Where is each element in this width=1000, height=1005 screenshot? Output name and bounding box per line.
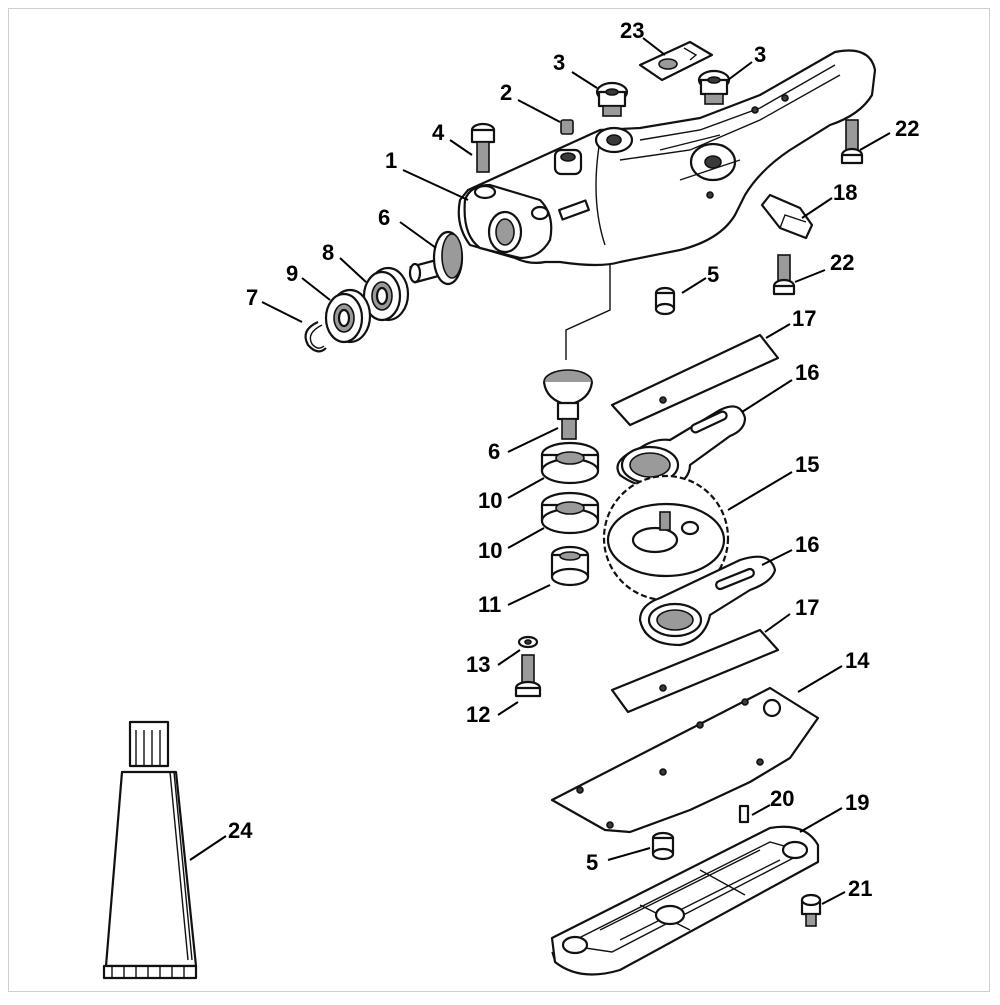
grease-tube <box>102 720 198 980</box>
bevel-gear-lower <box>542 369 594 440</box>
gasket-lower <box>610 628 780 714</box>
screw-21 <box>800 893 822 927</box>
label-10-upper: 10 <box>478 488 502 513</box>
label-18: 18 <box>833 180 857 205</box>
screw-12 <box>514 654 542 698</box>
label-10-lower: 10 <box>478 538 502 563</box>
label-16-upper: 16 <box>795 360 819 385</box>
label-17-lower: 17 <box>795 595 819 620</box>
label-20: 20 <box>770 786 794 811</box>
gasket-upper <box>610 333 780 427</box>
label-14: 14 <box>845 648 870 673</box>
circlip <box>304 320 327 353</box>
needle-cage <box>550 545 590 587</box>
ball-bearing-8 <box>362 266 410 322</box>
washer <box>517 635 539 649</box>
label-7: 7 <box>246 285 258 310</box>
ball-bearing-9 <box>324 288 372 344</box>
cover-plate <box>550 686 820 834</box>
label-19: 19 <box>845 790 869 815</box>
label-21: 21 <box>848 876 872 901</box>
spur-gear <box>602 474 730 602</box>
label-24: 24 <box>228 818 253 843</box>
label-22-upper: 22 <box>895 116 919 141</box>
bevel-pinion-upper <box>408 230 464 286</box>
label-6-lower: 6 <box>488 439 500 464</box>
sleeve-upper <box>654 286 676 316</box>
connecting-rod-upper <box>616 405 747 490</box>
diagram-frame <box>8 8 990 992</box>
ball-bearing-10-lower <box>540 491 600 535</box>
label-22-lower: 22 <box>830 250 854 275</box>
label-23: 23 <box>620 18 644 43</box>
sleeve-lower <box>651 831 675 861</box>
label-13: 13 <box>466 652 490 677</box>
label-3-left: 3 <box>553 50 565 75</box>
label-plate <box>638 40 714 82</box>
dowel-pin <box>738 804 750 824</box>
label-2: 2 <box>500 80 512 105</box>
label-3-right: 3 <box>754 42 766 67</box>
label-1: 1 <box>385 148 397 173</box>
label-4: 4 <box>432 120 445 145</box>
gear-housing <box>457 49 877 267</box>
label-15: 15 <box>795 452 819 477</box>
label-9: 9 <box>286 261 298 286</box>
part-labels: 23 3 3 2 4 1 6 8 9 7 22 18 22 5 17 16 15… <box>228 18 919 901</box>
set-screw <box>560 119 574 135</box>
ball-bearing-10-upper <box>540 441 600 485</box>
screw-22-upper <box>840 119 864 165</box>
label-17-upper: 17 <box>792 306 816 331</box>
screw-22-lower <box>772 254 796 296</box>
label-11: 11 <box>478 592 501 617</box>
gearbox-cover <box>550 825 820 976</box>
connecting-rod-lower <box>638 555 777 647</box>
leader-lines <box>189 37 891 905</box>
label-5-lower: 5 <box>586 850 598 875</box>
label-5-upper: 5 <box>707 262 719 287</box>
cover-clip <box>760 193 814 240</box>
cap-screw-4 <box>470 122 496 173</box>
label-8: 8 <box>322 240 334 265</box>
plug-screw-left <box>595 81 629 117</box>
label-6-upper: 6 <box>378 205 390 230</box>
label-12: 12 <box>466 702 490 727</box>
label-16-lower: 16 <box>795 532 819 557</box>
